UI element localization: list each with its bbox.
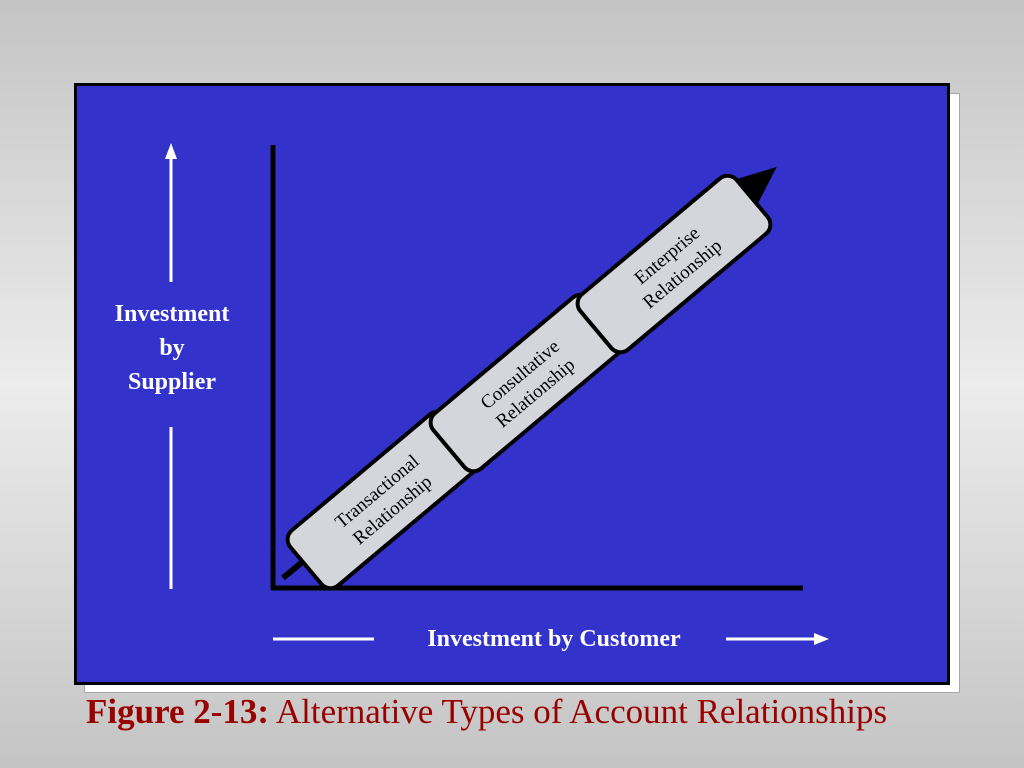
y-axis-label-line3: Supplier (127, 369, 217, 395)
x-axis-label: Investment by Customer (427, 626, 681, 652)
x-indicator-arrowhead (814, 633, 829, 645)
figure-caption: Figure 2-13: Alternative Types of Accoun… (86, 692, 887, 732)
y-axis-label-line1: Investment (114, 301, 230, 327)
y-indicator-arrowhead (165, 143, 177, 159)
caption-text: Alternative Types of Account Relationshi… (269, 692, 888, 731)
stage-box (575, 173, 773, 355)
caption-prefix: Figure 2-13: (86, 692, 270, 731)
y-axis-label-line2: by (159, 335, 185, 361)
y-axis-label: Investment by Supplier (95, 297, 249, 399)
stage-enterprise: Enterprise Relationship (575, 173, 773, 355)
